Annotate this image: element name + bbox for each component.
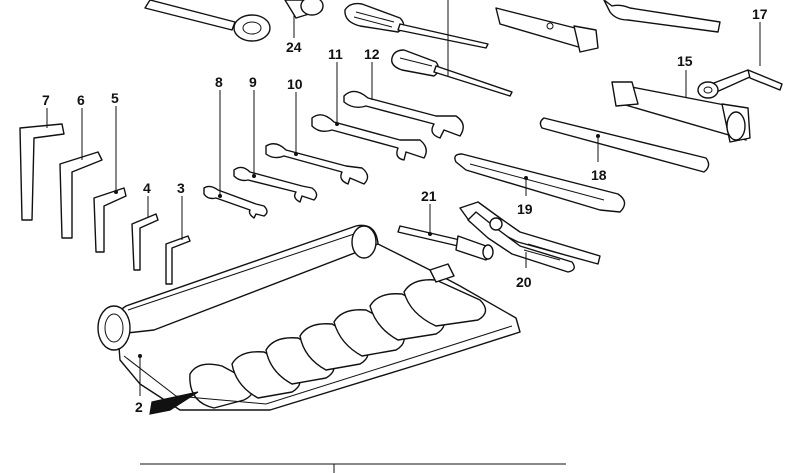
label-8: 8 (215, 74, 223, 90)
label-2: 2 (135, 399, 143, 415)
label-5: 5 (111, 90, 119, 106)
l-socket-key-17 (697, 69, 783, 99)
tool-roll-2 (97, 224, 521, 415)
label-9: 9 (249, 74, 257, 90)
open-wrench-9 (233, 166, 318, 203)
open-wrench-11 (311, 114, 427, 161)
open-wrench-8 (203, 185, 268, 219)
label-12: 12 (364, 46, 380, 62)
hex-key-5 (93, 187, 127, 253)
open-wrench-10 (265, 143, 369, 185)
label-21: 21 (421, 188, 437, 204)
box-spanner-15 (611, 81, 751, 143)
label-11: 11 (328, 46, 343, 62)
screwdriver-top (344, 2, 489, 49)
label-4: 4 (143, 180, 151, 196)
hex-key-4 (131, 213, 159, 271)
hex-key-3 (165, 235, 191, 285)
label-24: 24 (286, 39, 302, 55)
tommy-bar-18 (539, 117, 710, 173)
label-19: 19 (517, 201, 533, 217)
pliers-20 (459, 201, 601, 273)
ring-wrench-top (144, 0, 271, 42)
open-wrench-12 (343, 90, 464, 139)
hex-key-7 (19, 123, 65, 221)
screwdriver-bit-21 (397, 225, 494, 261)
label-6: 6 (77, 92, 85, 108)
label-15: 15 (677, 53, 693, 69)
hook-wrench-top (603, 0, 721, 33)
hex-key-6 (59, 151, 103, 239)
label-18: 18 (591, 167, 607, 183)
tyre-lever-19 (454, 153, 626, 213)
label-10: 10 (287, 76, 303, 92)
label-17: 17 (752, 6, 768, 22)
box-spanner-top (495, 7, 599, 53)
socket-tube-24 (284, 0, 324, 19)
label-7: 7 (42, 92, 50, 108)
screwdriver-middle (391, 49, 513, 97)
label-20: 20 (516, 274, 532, 290)
label-3: 3 (177, 180, 185, 196)
